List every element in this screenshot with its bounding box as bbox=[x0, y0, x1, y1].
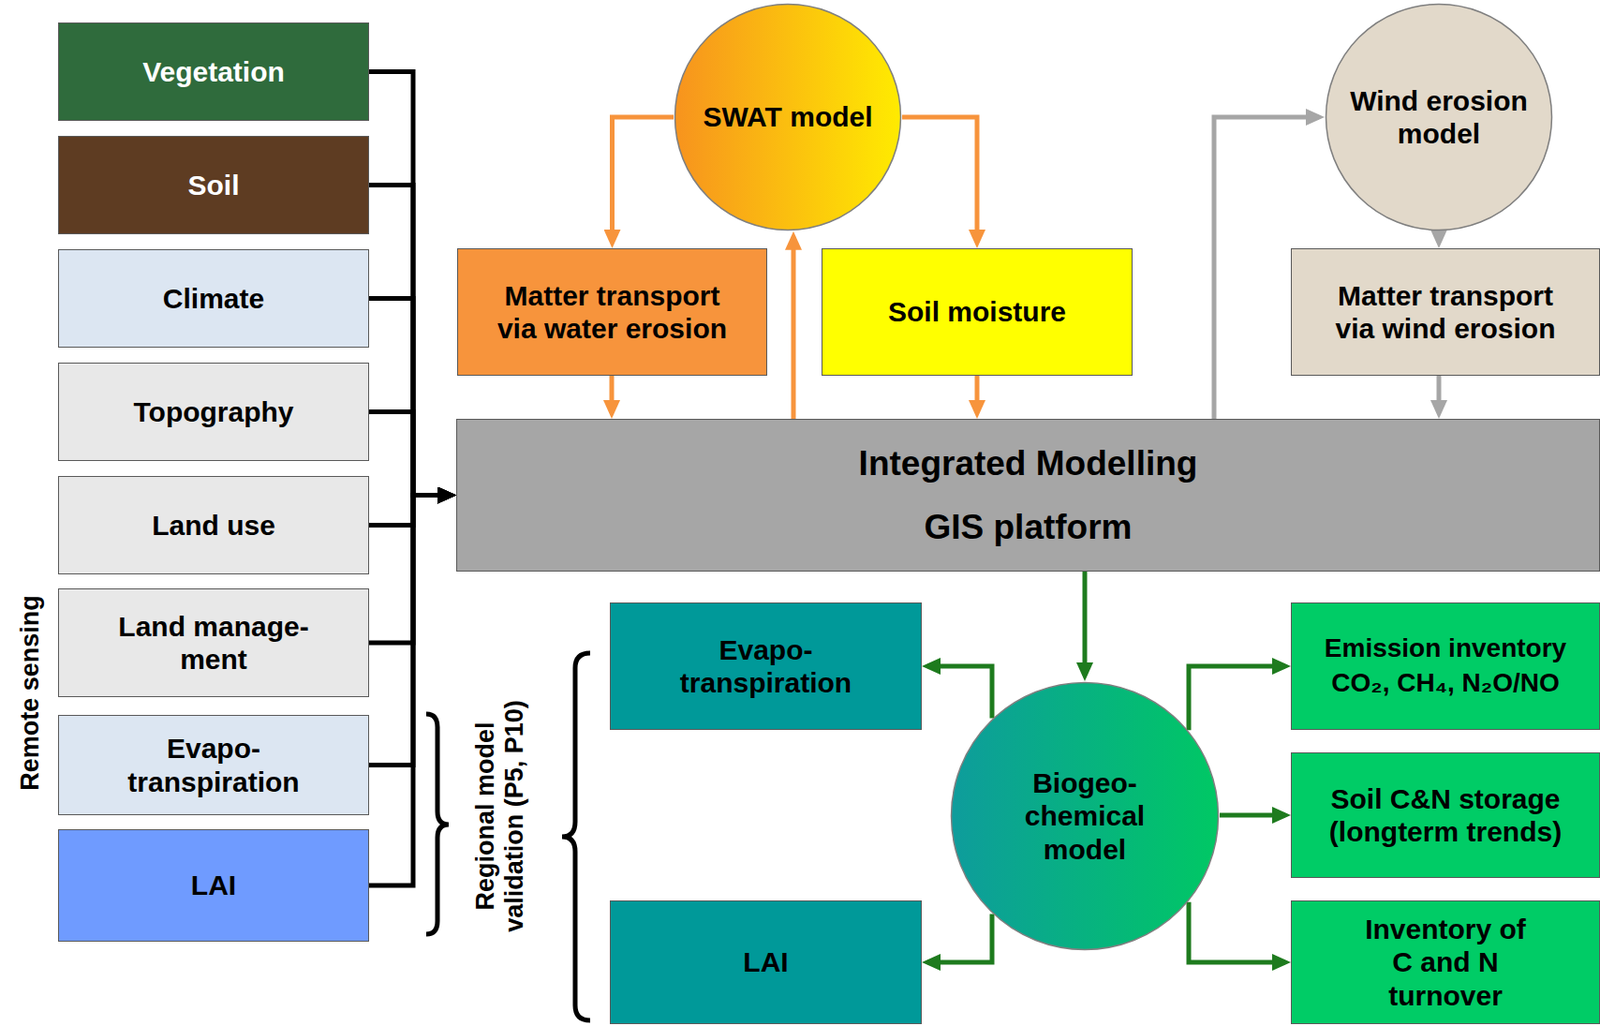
curly-bracket bbox=[426, 713, 449, 934]
circle-shape bbox=[675, 4, 902, 231]
input-box: Vegetation bbox=[58, 22, 370, 121]
output-box: Matter transport via wind erosion bbox=[1290, 248, 1600, 376]
node-text: LAI bbox=[742, 945, 788, 978]
connector bbox=[1188, 666, 1286, 730]
connector bbox=[902, 117, 978, 243]
node-text: Evapo- transpiration bbox=[653, 633, 879, 699]
node-text: Evapo- transpiration bbox=[101, 731, 326, 798]
node-text: Biogeo- chemical model bbox=[991, 766, 1179, 865]
connector bbox=[791, 237, 797, 419]
connector bbox=[1188, 902, 1286, 963]
node-text: LAI bbox=[191, 868, 237, 902]
model-circle: Biogeo- chemical model bbox=[949, 681, 1220, 951]
connector bbox=[612, 117, 675, 243]
connector bbox=[369, 412, 451, 496]
input-box: Land use bbox=[58, 475, 370, 575]
connector bbox=[369, 495, 451, 644]
result-box: Emission inventoryCO₂, CH₄, N₂O/NO bbox=[1290, 602, 1600, 730]
node-text: Integrated Modelling bbox=[859, 443, 1199, 484]
node-text: Soil bbox=[187, 168, 239, 202]
node-text: Emission inventory bbox=[1324, 633, 1567, 665]
connector bbox=[975, 375, 980, 414]
node-text: Climate bbox=[162, 281, 265, 315]
axis-label: Remote sensing bbox=[15, 552, 45, 834]
connector bbox=[927, 914, 993, 963]
node-text: CO₂, CH₄, N₂O/NO bbox=[1331, 667, 1560, 699]
connector bbox=[1219, 813, 1286, 818]
input-box: Topography bbox=[58, 362, 370, 461]
connector bbox=[609, 375, 615, 414]
node-text: Soil moisture bbox=[888, 295, 1067, 328]
node-text: Land manage- ment bbox=[101, 609, 326, 676]
connector bbox=[369, 495, 451, 526]
connector bbox=[369, 495, 451, 887]
node-text: GIS platform bbox=[923, 506, 1132, 548]
input-box: Soil bbox=[58, 135, 370, 235]
node-text: Matter transport via wind erosion bbox=[1323, 279, 1568, 345]
connector bbox=[369, 495, 451, 766]
connector bbox=[1437, 375, 1442, 414]
node-text: Vegetation bbox=[142, 55, 285, 89]
result-box: Soil C&N storage (longterm trends) bbox=[1290, 752, 1600, 878]
connector bbox=[369, 72, 451, 496]
connector bbox=[1437, 231, 1442, 243]
output-box: Soil moisture bbox=[821, 248, 1133, 376]
circle-shape bbox=[951, 682, 1219, 950]
validation-box: LAI bbox=[609, 900, 922, 1024]
node-text: Wind erosion model bbox=[1335, 84, 1542, 150]
input-box: Land manage- ment bbox=[58, 588, 370, 697]
model-circle: SWAT model bbox=[673, 2, 903, 232]
output-box: Matter transport via water erosion bbox=[457, 248, 768, 376]
circle-outline bbox=[1324, 2, 1554, 232]
node-text: Topography bbox=[133, 395, 294, 429]
node-text: Land use bbox=[151, 508, 276, 542]
node-text: Soil C&N storage (longterm trends) bbox=[1323, 782, 1568, 848]
curly-bracket bbox=[562, 652, 591, 1021]
model-circle: Wind erosion model bbox=[1324, 2, 1554, 232]
platform-band: Integrated ModellingGIS platform bbox=[456, 418, 1600, 572]
input-box: Climate bbox=[58, 249, 370, 348]
input-box: LAI bbox=[58, 829, 370, 942]
connector bbox=[369, 298, 451, 496]
node-text: Inventory of C and N turnover bbox=[1356, 912, 1535, 1011]
connector bbox=[927, 666, 993, 718]
connector bbox=[369, 185, 451, 496]
group-label: Regional model validation (P5, P10) bbox=[471, 694, 530, 938]
result-box: Inventory of C and N turnover bbox=[1290, 900, 1600, 1024]
node-text: SWAT model bbox=[702, 100, 873, 134]
node-text: Matter transport via water erosion bbox=[490, 279, 735, 345]
connector bbox=[1082, 571, 1088, 676]
validation-box: Evapo- transpiration bbox=[609, 602, 922, 730]
input-box: Evapo- transpiration bbox=[58, 714, 370, 815]
circle-shape bbox=[1326, 4, 1553, 231]
